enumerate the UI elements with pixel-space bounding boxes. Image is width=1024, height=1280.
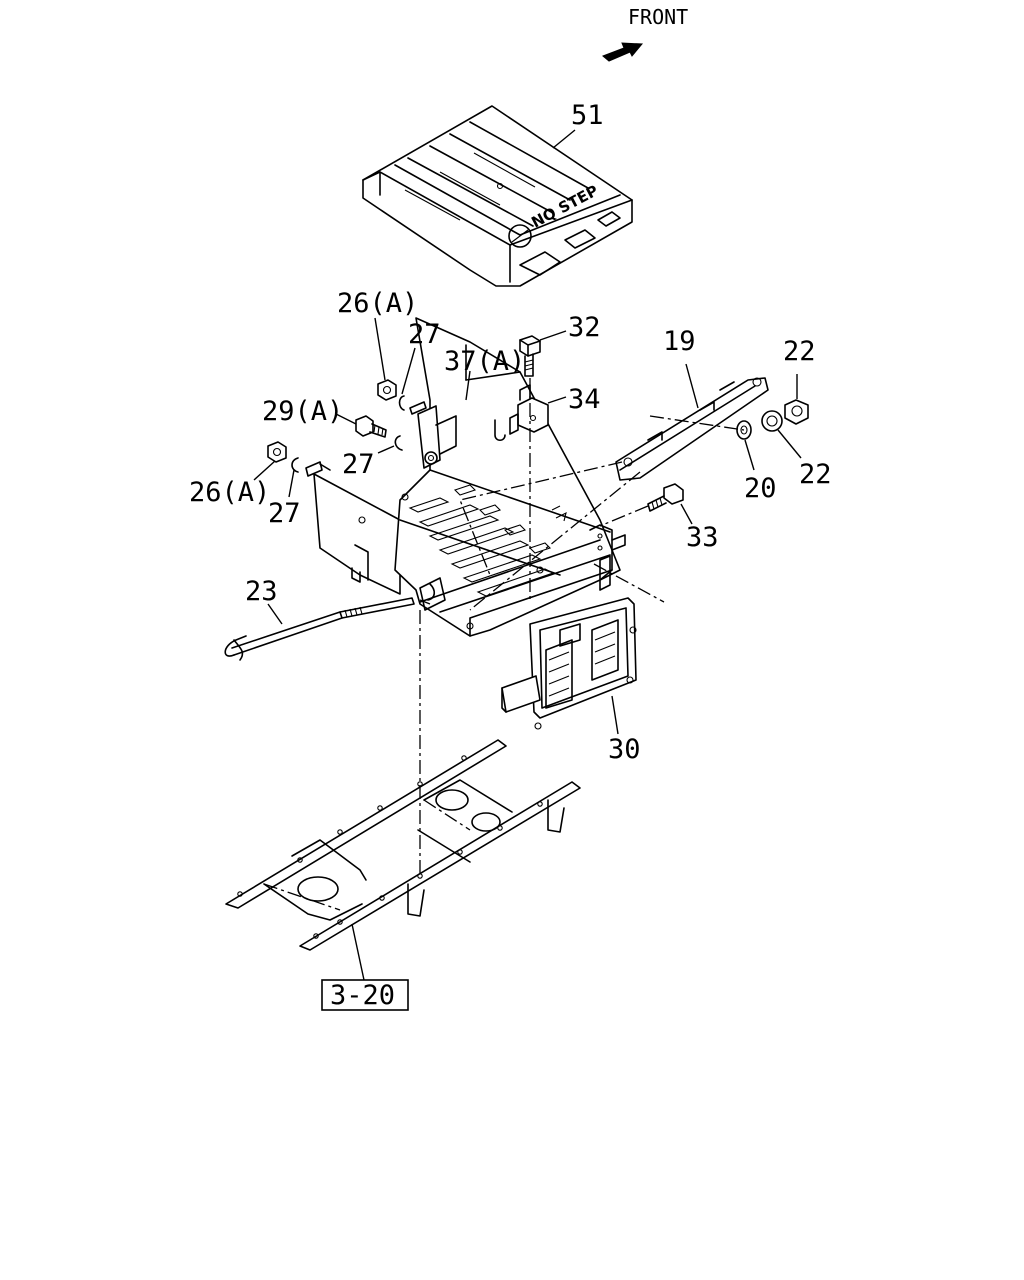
washer-part-27-top [398, 395, 405, 411]
stud-left-plate [305, 461, 331, 477]
callout-19: 19 [663, 326, 696, 357]
callout-30: 30 [608, 734, 641, 765]
rail-part-19 [615, 377, 769, 481]
callout-27-bottom: 27 [268, 498, 301, 529]
ref-box-label: 3-20 [330, 980, 395, 1011]
plate-part-30 [501, 597, 637, 730]
washer-part-27-mid [394, 435, 403, 451]
tray-slots [408, 484, 555, 597]
callout-32: 32 [568, 312, 601, 343]
arrow-icon [602, 42, 644, 62]
alignment-lines [419, 378, 745, 876]
callout-51: 51 [571, 100, 604, 131]
bracket-part-37a [417, 405, 457, 469]
callout-20: 20 [744, 473, 777, 504]
callout-26a-top: 26(A) [337, 288, 418, 319]
bolt-part-32 [519, 335, 541, 377]
callout-22-bottom: 22 [799, 459, 832, 490]
nut-part-26a-top [377, 379, 397, 401]
callout-33: 33 [686, 522, 719, 553]
washer-part-27-bottom [291, 457, 299, 473]
clip-part-34 [509, 384, 549, 435]
stud-bracket-top [409, 401, 427, 415]
front-label: FRONT [628, 5, 688, 29]
rod-part-23 [224, 597, 415, 661]
ref-box [321, 979, 409, 1011]
bolt-part-29a [355, 415, 387, 438]
nut-part-26a-bottom [267, 441, 287, 463]
nut-part-22-bottom [761, 410, 783, 432]
callout-23: 23 [245, 576, 278, 607]
callout-22-top: 22 [783, 336, 816, 367]
callout-27-top: 27 [408, 319, 441, 350]
callout-29a: 29(A) [262, 396, 343, 427]
bolt-part-33 [647, 483, 684, 512]
frame-ref-3-20 [225, 739, 581, 951]
callout-27-mid: 27 [342, 449, 375, 480]
cover-part-51: NQ STEP [362, 105, 633, 287]
callout-26a-bottom: 26(A) [189, 477, 270, 508]
front-indicator: FRONT [602, 5, 688, 62]
callout-34: 34 [568, 384, 601, 415]
nut-part-22-top [784, 399, 809, 425]
callout-37a: 37(A) [444, 346, 525, 377]
